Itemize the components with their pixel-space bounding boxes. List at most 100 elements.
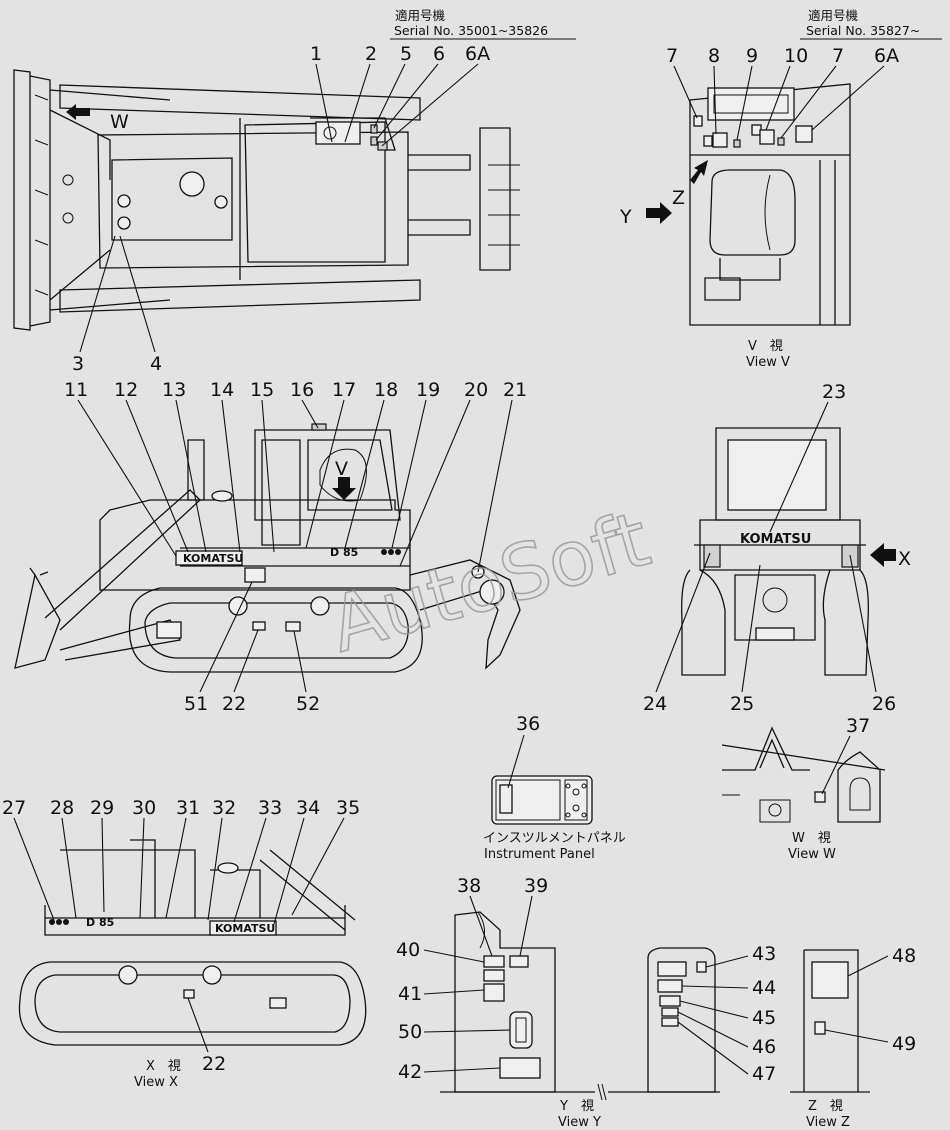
callout-19: 19: [416, 379, 440, 401]
view-v-callouts: 7 8 9 10 7 6A: [666, 45, 899, 141]
callout-38: 38: [457, 875, 481, 897]
view-v-drawing: Y Z V 視 View V: [619, 83, 851, 370]
callout-6: 6: [433, 43, 445, 65]
arrow-label-x: X: [898, 548, 911, 570]
view-y-drawing: Y 視 View Y: [440, 911, 720, 1130]
callout-46: 46: [752, 1036, 776, 1058]
callout-5: 5: [400, 43, 412, 65]
callout-8: 8: [708, 45, 720, 67]
callout-23: 23: [822, 381, 846, 403]
callout-6a: 6A: [465, 43, 490, 65]
callout-22a: 22: [222, 693, 246, 715]
arrow-label-y: Y: [619, 206, 632, 228]
callout-11: 11: [64, 379, 88, 401]
callout-22b: 22: [202, 1053, 226, 1075]
callout-17: 17: [332, 379, 356, 401]
callout-30: 30: [132, 797, 156, 819]
x-view-komatsu-text: KOMATSU: [215, 922, 275, 935]
callout-26: 26: [872, 693, 896, 715]
callout-50: 50: [398, 1021, 422, 1043]
view-y-jp: Y 視: [559, 1099, 594, 1114]
panel-label-jp: インスツルメントパネル: [483, 831, 626, 846]
view-v-jp: V 視: [748, 339, 783, 354]
callout-51: 51: [184, 693, 208, 715]
callout-41: 41: [398, 983, 422, 1005]
side-komatsu-text: KOMATSU: [183, 552, 243, 565]
view-w-jp: W 視: [792, 831, 831, 846]
callout-33: 33: [258, 797, 282, 819]
callout-43: 43: [752, 943, 776, 965]
callout-44: 44: [752, 977, 776, 999]
switch-box-callouts: 43 44 45 46 47: [677, 943, 776, 1085]
callout-42: 42: [398, 1061, 422, 1083]
view-x-callouts: 27 28 29 30 31 32 33 34 35 22: [2, 797, 360, 1075]
side-view-callouts: 11 12 13 14 15 16 17 18 19 20 21 51 22 5…: [64, 379, 527, 715]
callout-18: 18: [374, 379, 398, 401]
callout-39: 39: [524, 875, 548, 897]
callout-49: 49: [892, 1033, 916, 1055]
rear-view-drawing: KOMATSU X: [681, 427, 911, 676]
view-y-callouts: 38 39 40 41 50 42: [396, 875, 548, 1083]
top-view-callouts: 1 2 5 6 6A 3 4: [72, 43, 490, 375]
side-view-drawing: KOMATSU D 85 V: [14, 423, 521, 673]
callout-14: 14: [210, 379, 234, 401]
arrow-label-w: W: [110, 111, 129, 133]
callout-15: 15: [250, 379, 274, 401]
callout-48: 48: [892, 945, 916, 967]
callout-52: 52: [296, 693, 320, 715]
callout-31: 31: [176, 797, 200, 819]
serial-header-left: 適用号機 Serial No. 35001~35826: [390, 8, 576, 40]
callout-45: 45: [752, 1007, 776, 1029]
view-z-callouts: 48 49: [824, 945, 916, 1055]
arrow-label-v: V: [335, 458, 348, 480]
rear-komatsu-text: KOMATSU: [740, 532, 811, 547]
panel-label-en: Instrument Panel: [484, 847, 595, 862]
view-z-jp: Z 視: [808, 1099, 843, 1114]
callout-47: 47: [752, 1063, 776, 1085]
view-x-drawing: D 85 KOMATSU X 視 View X: [18, 839, 367, 1090]
rear-view-callouts: 23 24 25 26: [643, 381, 896, 715]
callout-34: 34: [296, 797, 320, 819]
x-view-model-text: D 85: [86, 916, 114, 929]
view-w-en: View W: [788, 847, 836, 862]
callout-40: 40: [396, 939, 420, 961]
callout-25: 25: [730, 693, 754, 715]
view-x-jp: X 視: [146, 1059, 181, 1074]
arrow-label-z: Z: [672, 187, 685, 209]
view-w-drawing: W 視 View W: [721, 726, 886, 862]
callout-35: 35: [336, 797, 360, 819]
callout-24: 24: [643, 693, 667, 715]
view-x-en: View X: [134, 1075, 178, 1090]
serial-right-jp: 適用号機: [808, 8, 859, 23]
callout-4: 4: [150, 353, 162, 375]
view-w-callouts: 37: [821, 715, 870, 795]
callout-37: 37: [846, 715, 870, 737]
callout-9: 9: [746, 45, 758, 67]
side-model-text: D 85: [330, 546, 358, 559]
callout-28: 28: [50, 797, 74, 819]
view-z-drawing: Z 視 View Z: [790, 949, 870, 1130]
callout-3: 3: [72, 353, 84, 375]
serial-right-number: Serial No. 35827~: [806, 23, 920, 38]
callout-27: 27: [2, 797, 26, 819]
callout-6a-b: 6A: [874, 45, 899, 67]
callout-12: 12: [114, 379, 138, 401]
callout-20: 20: [464, 379, 488, 401]
callout-36: 36: [516, 713, 540, 735]
callout-7a: 7: [666, 45, 678, 67]
callout-10: 10: [784, 45, 808, 67]
serial-left-number: Serial No. 35001~35826: [394, 23, 548, 38]
top-view-drawing: W: [13, 69, 520, 331]
serial-left-jp: 適用号機: [395, 8, 446, 23]
view-z-en: View Z: [806, 1115, 850, 1130]
callout-16: 16: [290, 379, 314, 401]
instrument-panel-drawing: 36 インスツルメントパネル Instrument Panel: [483, 713, 626, 862]
view-v-en: View V: [746, 355, 790, 370]
callout-13: 13: [162, 379, 186, 401]
callout-2: 2: [365, 43, 377, 65]
callout-7b: 7: [832, 45, 844, 67]
switch-box-drawing: [647, 947, 716, 1093]
callout-21: 21: [503, 379, 527, 401]
callout-29: 29: [90, 797, 114, 819]
